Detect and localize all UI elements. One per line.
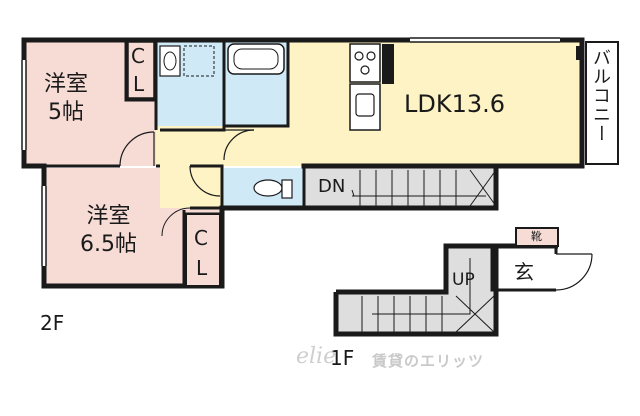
bathtub	[227, 43, 285, 75]
washbasin	[159, 45, 181, 77]
floor-1f-label: 1F	[330, 346, 355, 370]
stairs-up-floor-lower	[336, 292, 496, 334]
kitchen-column	[382, 44, 394, 84]
closet-1-box	[127, 41, 155, 99]
washer-space	[183, 45, 215, 77]
stove-counter	[349, 43, 381, 83]
toilet-bowl	[253, 179, 283, 197]
stairs-down-floor	[304, 168, 494, 208]
shoe-cabinet-label: 靴	[531, 230, 542, 243]
closet-1-c: C	[131, 44, 145, 68]
watermark-text: 賃貸のエリッツ	[372, 352, 485, 370]
entrance-label: 玄	[514, 260, 534, 284]
closet-2-c: C	[194, 226, 208, 250]
toilet-tank	[281, 179, 293, 199]
stairs-up-arrow	[372, 258, 471, 315]
stairs-up-floor-upper	[446, 246, 496, 296]
western-room-2-label: 洋室 6.5帖	[80, 206, 137, 256]
ldk-label: LDK13.6	[404, 90, 506, 118]
stairs-down-arrow	[351, 189, 486, 197]
balcony-door-frame	[576, 46, 584, 60]
shoe-cabinet	[515, 227, 559, 247]
western-room-1-label: 洋室 5帖	[44, 74, 88, 124]
western-room-1-size: 5帖	[48, 100, 84, 125]
balcony-label: バルコニー	[590, 48, 611, 143]
entrance-floor	[492, 246, 558, 290]
western-room-1-name: 洋室	[44, 72, 89, 97]
closet-2-box	[185, 213, 221, 287]
watermark-logo: elie	[296, 344, 337, 369]
balcony-box	[585, 41, 619, 165]
closet-1-l: L	[133, 72, 145, 96]
sink-counter	[349, 83, 381, 131]
closet-2-l: L	[196, 256, 208, 280]
stairs-up-label: UP	[452, 270, 475, 290]
western-room-2-name: 洋室	[86, 204, 131, 229]
hall-floor	[160, 166, 224, 208]
stairs-down-label: DN	[318, 176, 346, 197]
western-room-2-size: 6.5帖	[80, 232, 137, 257]
floor-2f-label: 2F	[40, 311, 65, 335]
